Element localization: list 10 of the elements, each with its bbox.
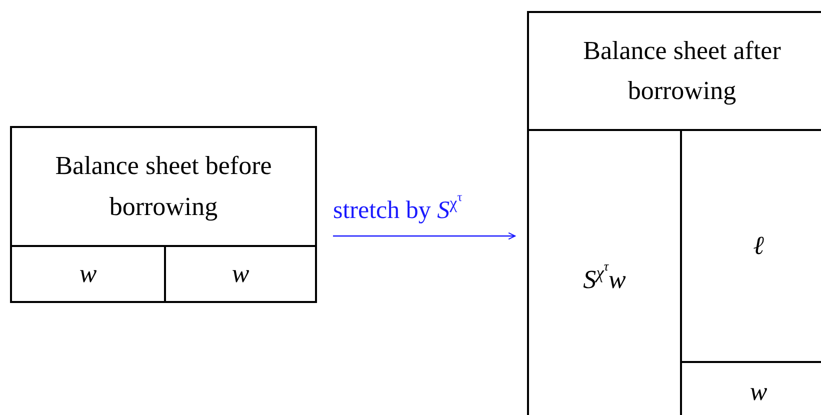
table-cell: w: [12, 245, 164, 301]
table-cell: ℓ: [680, 129, 821, 361]
arrow: [333, 232, 516, 240]
table-cell: w: [164, 245, 315, 301]
balance-sheet-table: [527, 11, 821, 415]
table-cell: w: [680, 361, 821, 415]
balance-sheet-table: [10, 126, 317, 303]
table-cell: S$^{χ}$$^{τ}$w: [529, 129, 680, 415]
table-heading: Balance sheet after borrowing: [582, 34, 782, 107]
table-heading: Balance sheet before borrowing: [54, 150, 273, 223]
